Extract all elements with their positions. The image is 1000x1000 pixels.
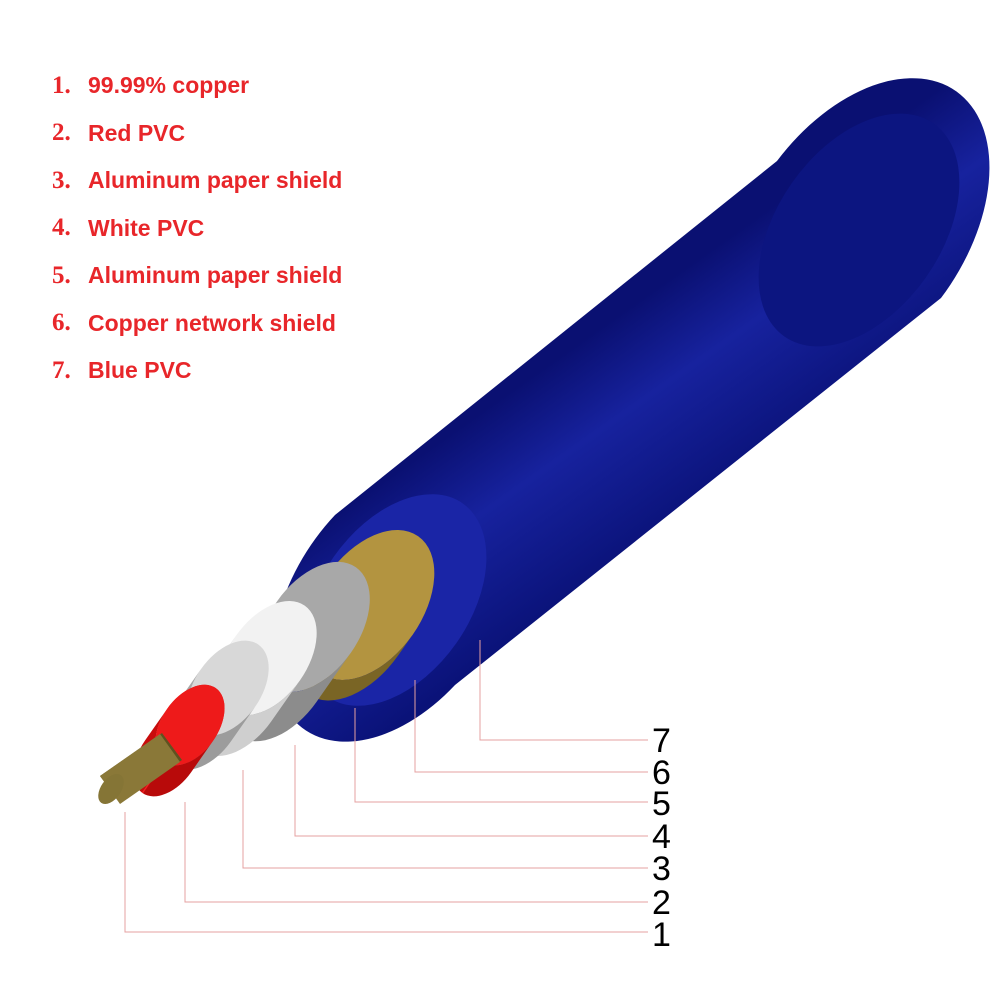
- legend-label: Aluminum paper shield: [88, 262, 343, 289]
- leader-lines: [124, 640, 648, 933]
- leader-line-2: [184, 802, 648, 903]
- leader-line-1: [124, 812, 648, 933]
- legend-number: 7.: [52, 356, 71, 384]
- legend-label: Copper network shield: [88, 309, 336, 336]
- layer-legend: 1. 99.99% copper 2. Red PVC 3. Aluminum …: [52, 62, 512, 395]
- callout-7: 7: [652, 722, 671, 760]
- legend-label: Aluminum paper shield: [88, 167, 343, 194]
- legend-number: 5.: [52, 261, 71, 289]
- leader-line-6: [414, 680, 648, 773]
- leader-line-3: [242, 770, 648, 869]
- callout-2: 2: [652, 884, 671, 922]
- callout-6: 6: [652, 754, 671, 792]
- leader-line-7: [479, 640, 648, 741]
- legend-number: 6.: [52, 309, 71, 337]
- legend-number: 2.: [52, 119, 71, 147]
- leader-line-4: [294, 745, 648, 837]
- callout-3: 3: [652, 850, 671, 888]
- legend-item-7: 7. Blue PVC: [52, 347, 512, 395]
- legend-label: Blue PVC: [88, 357, 192, 384]
- legend-label: 99.99% copper: [88, 72, 250, 99]
- legend-item-2: 2. Red PVC: [52, 110, 512, 158]
- callout-1: 1: [652, 916, 671, 954]
- legend-number: 3.: [52, 166, 71, 194]
- legend-item-5: 5. Aluminum paper shield: [52, 252, 512, 300]
- callout-numbers: 7 6 5 4 3 2 1: [652, 722, 671, 954]
- legend-item-3: 3. Aluminum paper shield: [52, 157, 512, 205]
- legend-label: White PVC: [88, 214, 205, 241]
- legend-number: 1.: [52, 71, 71, 99]
- layer-copper-core: [98, 733, 182, 805]
- callout-4: 4: [652, 818, 671, 856]
- callout-5: 5: [652, 785, 671, 823]
- leader-line-5: [354, 708, 648, 803]
- legend-item-1: 1. 99.99% copper: [52, 62, 512, 110]
- legend-number: 4.: [52, 214, 71, 242]
- legend-item-6: 6. Copper network shield: [52, 300, 512, 348]
- legend-item-4: 4. White PVC: [52, 205, 512, 253]
- legend-label: Red PVC: [88, 119, 186, 146]
